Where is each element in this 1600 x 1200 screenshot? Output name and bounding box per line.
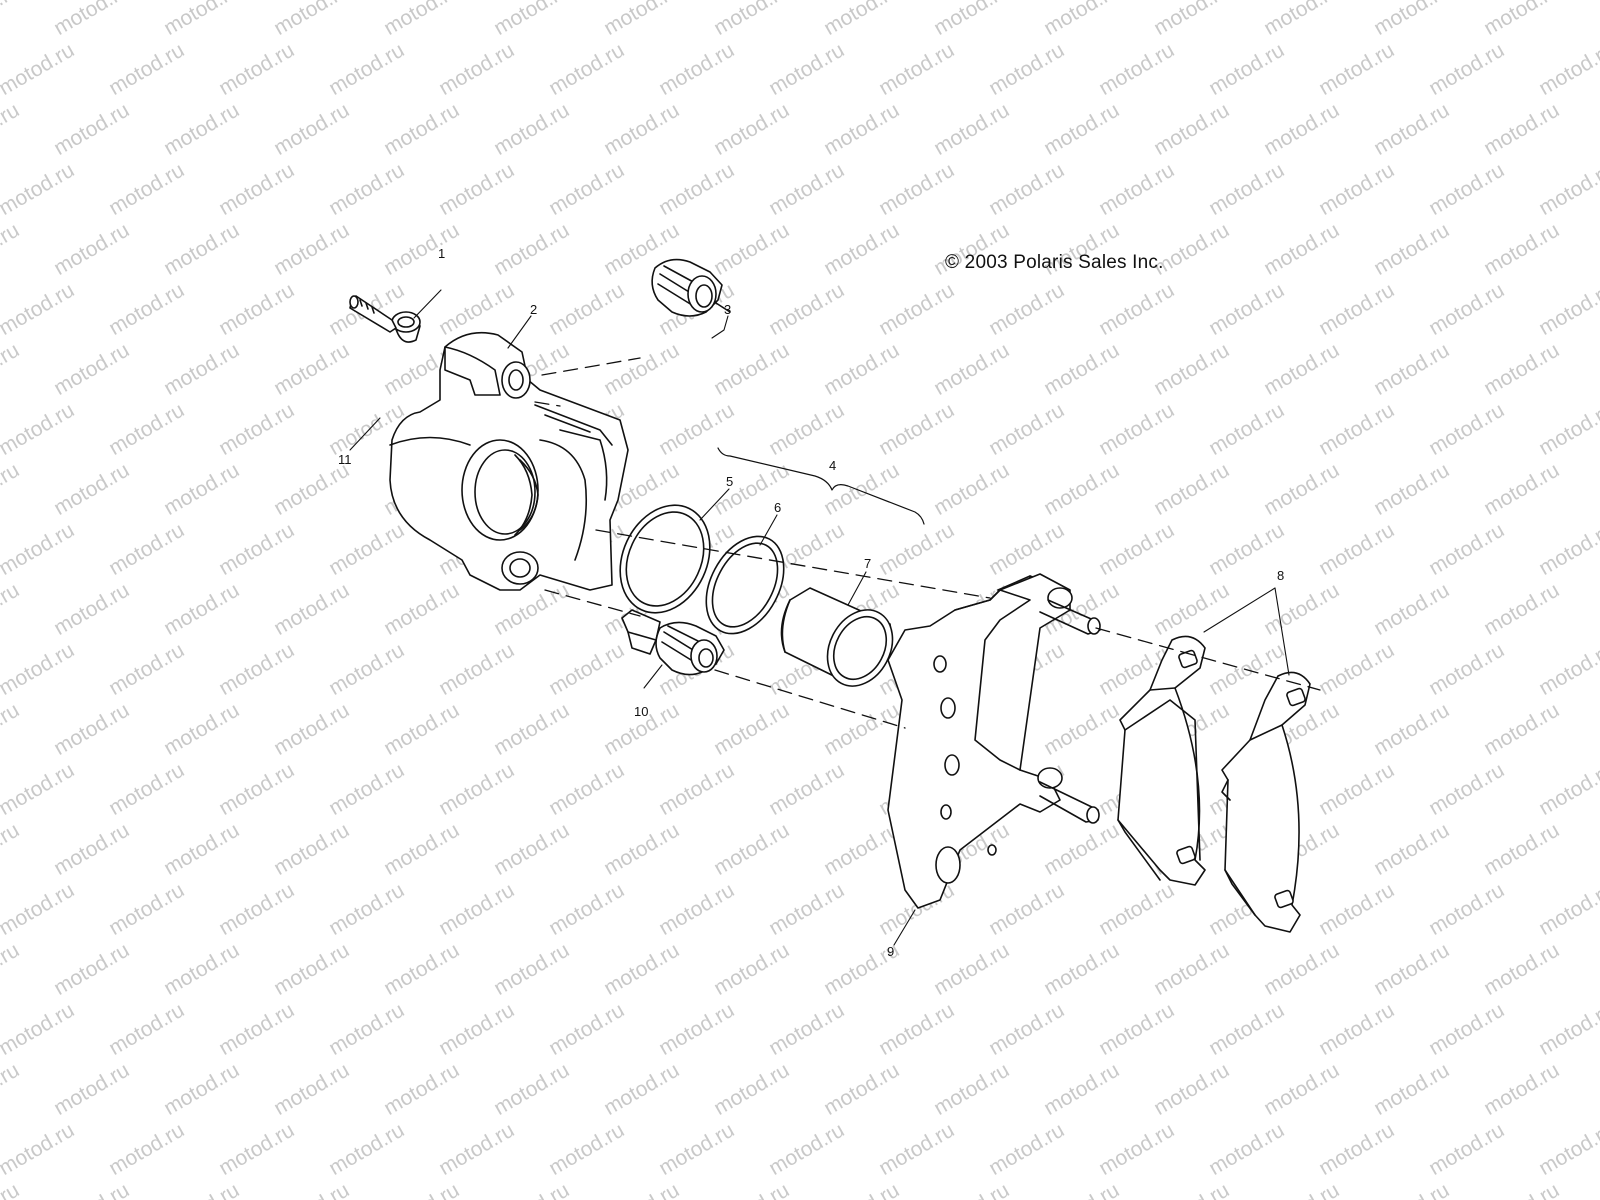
callout-5: 5 [726,474,734,489]
part-7-piston [780,587,894,687]
callout-7: 7 [864,556,872,571]
part-5-seal [619,504,711,614]
part-8-pad-outer [1221,671,1311,933]
copyright-notice: © 2003 Polaris Sales Inc. [945,252,1164,273]
callout-2: 2 [530,302,538,317]
callout-4: 4 [829,458,837,473]
callout-10: 10 [634,704,649,719]
part-9-bracket [887,573,1101,909]
assembly-lines [534,357,1321,729]
part-2-caliper-body [389,331,629,591]
callout-3: 3 [724,302,732,317]
part-11-bleeder-screw [349,295,397,333]
callout-1: 1 [438,246,446,261]
leader-lines [349,289,1290,946]
part-3-boot-upper [651,258,731,317]
callout-8: 8 [1277,568,1285,583]
part-10-boot-lower [621,609,725,676]
callout-11: 11 [338,452,352,467]
part-8-pad-inner [1117,635,1206,886]
part-6-dust-seal [705,535,785,635]
callout-6: 6 [774,500,782,515]
part-1-bushing [391,311,421,343]
callout-9: 9 [887,944,895,959]
part-4-kit-bracket [717,447,925,525]
